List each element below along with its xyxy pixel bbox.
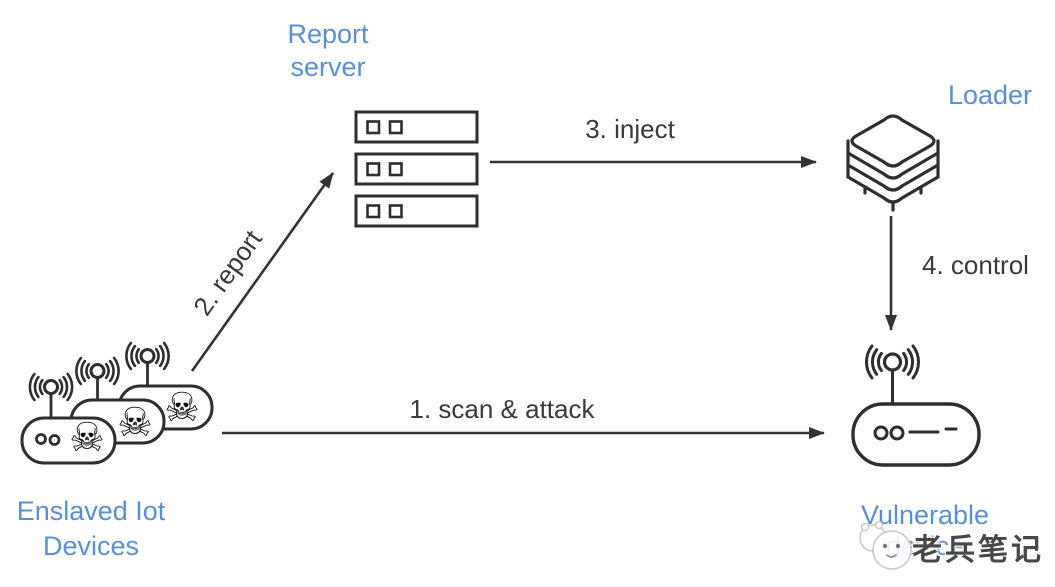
control-label: 4. control: [922, 250, 1029, 280]
vulnerable-device-icon: [851, 344, 981, 467]
skull-icon: ☠: [117, 400, 153, 446]
report-server-label: Report server: [287, 19, 369, 82]
skull-icon: ☠: [69, 415, 105, 461]
arrow-report: [190, 172, 335, 372]
inject-label: 3. inject: [585, 114, 675, 144]
scan-attack-label: 1. scan & attack: [409, 394, 595, 424]
wifi-waves-icon: [865, 344, 920, 380]
server-stack-icon: [354, 110, 479, 228]
loader-label: Loader: [947, 80, 1033, 110]
wifi-waves-icon: [28, 372, 74, 402]
enslaved-iot-devices-label: Enslaved Iot Devices: [16, 496, 166, 561]
enslaved-iot-devices-icon: ☠ ☠: [20, 341, 214, 465]
wifi-waves-icon: [75, 356, 120, 386]
layer-stack-icon: [846, 114, 940, 212]
iot-device-front: ☠: [20, 372, 117, 465]
skull-icon: ☠: [164, 385, 200, 431]
wifi-waves-icon: [125, 341, 170, 371]
vulnerable-device-label: Vulnerable device: [860, 500, 990, 561]
